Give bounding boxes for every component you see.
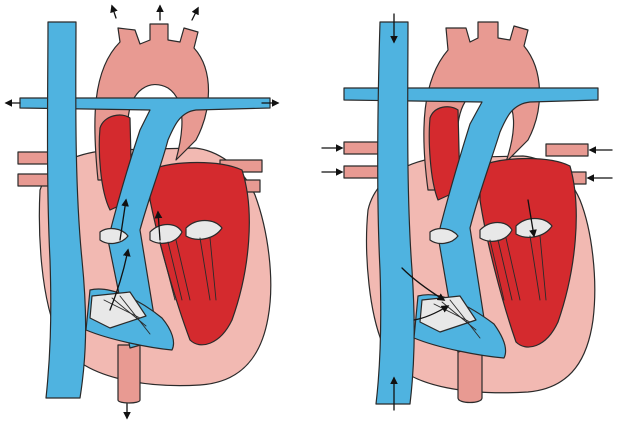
left-heart-diagram: [0, 0, 300, 424]
descending-aorta: [118, 345, 140, 403]
arrow-up-1: [112, 6, 116, 18]
right-heart-diagram: [318, 0, 618, 424]
vena-cava: [376, 22, 414, 404]
arrow-up-3: [192, 8, 198, 20]
descending-aorta: [458, 350, 482, 403]
pulmonary-vein-upper-right: [546, 144, 588, 156]
